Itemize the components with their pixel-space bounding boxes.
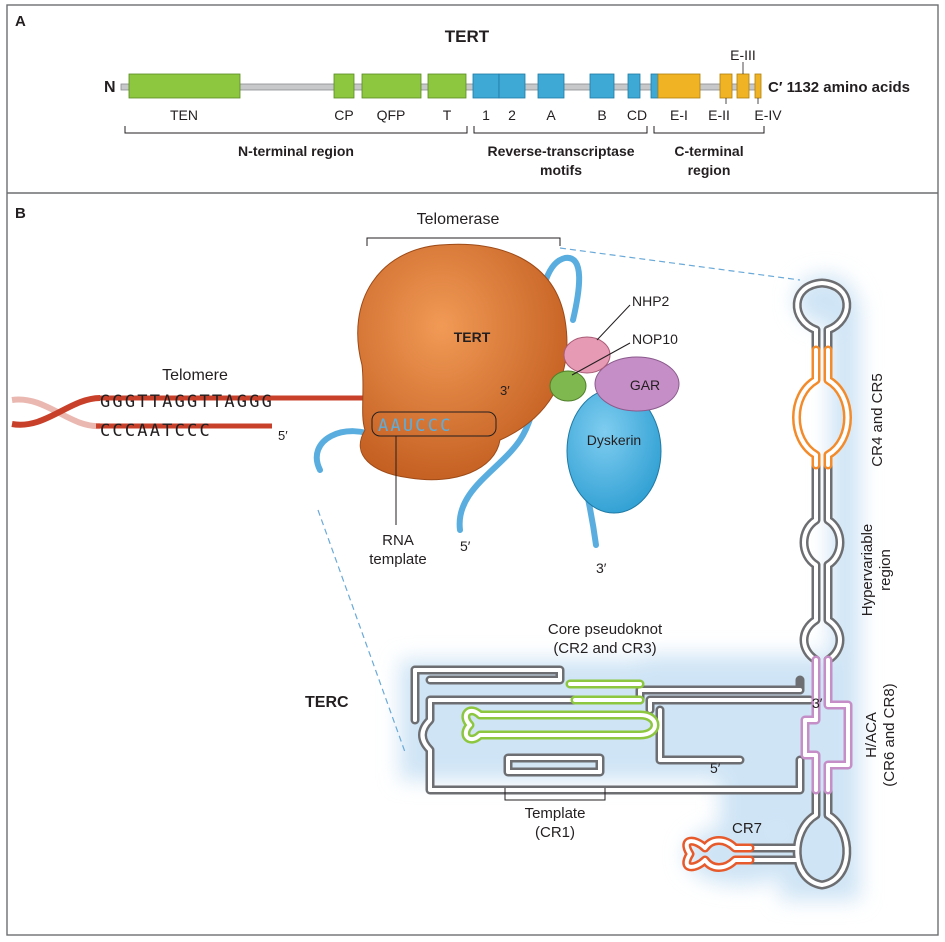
top-strand-seq: GGGTTAGGTTAGGG <box>100 392 274 412</box>
nhp2-leader <box>596 304 631 341</box>
terc-label: TERC <box>305 694 349 711</box>
gar-label: GAR <box>630 377 660 393</box>
label-e-i: E-I <box>670 107 688 123</box>
terc-3prime: 3′ <box>812 695 823 711</box>
domain-t <box>427 73 467 99</box>
bracket-c-terminal <box>653 126 765 134</box>
cr4-cr5-loop <box>792 345 852 470</box>
region-n-terminal: N-terminal region <box>238 143 354 159</box>
label-e-ii: E-II <box>708 107 730 123</box>
domain-2 <box>498 73 526 99</box>
domain-cp <box>333 73 355 99</box>
label-1: 1 <box>482 107 490 123</box>
label-cp: CP <box>334 107 353 123</box>
region-c-line2: region <box>688 162 731 178</box>
hypervariable-label-2: region <box>877 549 894 591</box>
h-aca-domain <box>800 655 853 795</box>
rna-template-label-1: RNA <box>382 532 414 549</box>
region-rt-line1: Reverse-transcriptase <box>487 143 634 159</box>
cr7-loop <box>682 836 755 872</box>
label-ten: TEN <box>170 107 198 123</box>
rna-3prime: 3′ <box>596 560 607 576</box>
figure-frame <box>6 4 939 936</box>
template-label-2: (CR1) <box>535 824 575 841</box>
h-aca-label-2: (CR6 and CR8) <box>881 683 898 786</box>
nhp2-protein <box>563 336 611 374</box>
gar-domain <box>594 356 680 412</box>
rna-5prime: 5′ <box>460 538 471 554</box>
domain-qfp <box>361 73 422 99</box>
domain-1 <box>472 73 500 99</box>
label-cd: CD <box>627 107 647 123</box>
core-pseudoknot-label-2: (CR2 and CR3) <box>553 640 656 657</box>
domain-a <box>537 73 565 99</box>
telomere-label: Telomere <box>162 367 228 384</box>
tert-protein <box>357 243 568 481</box>
dyskerin-label: Dyskerin <box>587 432 641 448</box>
telomerase-bracket <box>366 237 561 246</box>
bracket-n-terminal <box>124 126 468 134</box>
template-label-1: Template <box>525 805 586 822</box>
nop10-protein <box>549 370 587 402</box>
panel-a-letter: A <box>15 13 26 30</box>
label-e-iv: E-IV <box>754 107 782 123</box>
bracket-rt-motifs <box>473 126 648 134</box>
nop10-leader <box>571 342 631 376</box>
label-b: B <box>597 107 606 123</box>
telomerase-label: Telomerase <box>417 211 500 228</box>
label-e-iii: E-III <box>730 47 756 63</box>
template-bracket <box>504 788 606 801</box>
core-pseudoknot <box>461 679 660 744</box>
nop10-label: NOP10 <box>632 331 678 347</box>
domain-e-iv <box>754 73 762 99</box>
region-rt-line2: motifs <box>540 162 582 178</box>
domain-b <box>589 73 615 99</box>
cr7-label: CR7 <box>732 820 762 837</box>
zoom-line-bottom <box>317 509 406 753</box>
label-2: 2 <box>508 107 516 123</box>
cr4-cr5-label: CR4 and CR5 <box>869 373 886 466</box>
nhp2-label: NHP2 <box>632 293 670 309</box>
hypervariable-label-1: Hypervariable <box>859 524 876 617</box>
region-brackets <box>124 126 765 134</box>
label-a: A <box>546 107 556 123</box>
c-terminus-label: C′ 1132 amino acids <box>768 79 910 96</box>
domain-e-i <box>657 73 701 99</box>
domain-cd-2 <box>650 73 659 99</box>
label-qfp: QFP <box>377 107 406 123</box>
tert-label: TERT <box>454 329 491 345</box>
zoom-line-top <box>559 247 801 281</box>
bottom-strand-seq: CCCAATCCC <box>100 421 212 441</box>
domain-ten <box>128 73 241 99</box>
region-c-line1: C-terminal <box>674 143 743 159</box>
domain-e-iii <box>736 73 750 99</box>
terc-5prime: 5′ <box>710 760 721 776</box>
core-pseudoknot-label-1: Core pseudoknot <box>548 621 663 638</box>
panel-b-letter: B <box>15 205 26 222</box>
h-aca-label-1: H/ACA <box>863 712 880 758</box>
domain-cd <box>627 73 641 99</box>
rna-template-box <box>371 411 497 437</box>
rna-template-seq: AAUCCC <box>378 416 453 436</box>
terc-structure <box>410 278 853 890</box>
domain-e-ii <box>719 73 733 99</box>
rna-template-label-2: template <box>369 551 427 568</box>
bottom-strand-5prime: 5′ <box>278 428 288 443</box>
tert-domains <box>128 73 762 99</box>
label-t: T <box>443 107 452 123</box>
n-terminus-label: N <box>104 79 116 96</box>
panel-a-title: TERT <box>445 27 490 46</box>
top-strand-3prime: 3′ <box>500 383 510 398</box>
